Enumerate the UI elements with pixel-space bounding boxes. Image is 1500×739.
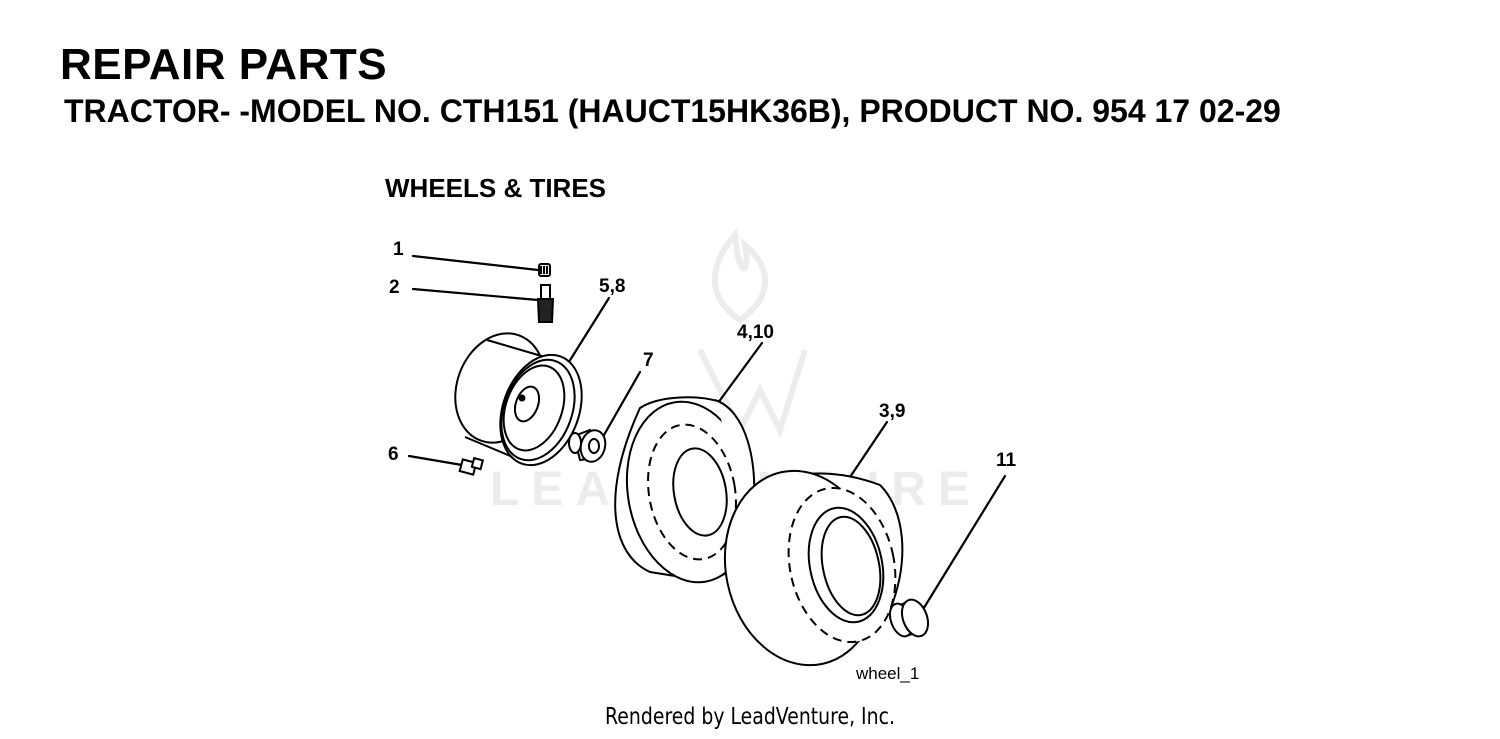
hub-cap-part xyxy=(888,598,930,638)
section-title: WHEELS & TIRES xyxy=(385,173,607,203)
callout-4-10: 4,10 xyxy=(737,322,774,343)
bolt-part xyxy=(458,456,485,476)
leader-line-2 xyxy=(411,287,540,302)
valve-stem-part xyxy=(536,284,555,323)
callout-6: 6 xyxy=(388,444,399,465)
leader-line-5-8 xyxy=(565,296,611,367)
wheel-rim-part xyxy=(454,332,583,467)
callout-5-8: 5,8 xyxy=(599,276,626,297)
page-subtitle: TRACTOR- -MODEL NO. CTH151 (HAUCT15HK36B… xyxy=(64,93,1281,129)
leader-line-11 xyxy=(920,474,1007,613)
front-tire-part xyxy=(614,396,756,584)
leader-line-3-9 xyxy=(842,420,889,488)
callout-7: 7 xyxy=(643,350,654,371)
leader-line-6 xyxy=(407,454,470,468)
rear-tire-part xyxy=(723,469,904,667)
callout-1: 1 xyxy=(393,239,404,260)
callout-11: 11 xyxy=(996,450,1017,471)
leader-line-4-10 xyxy=(713,341,764,409)
footer-credit: Rendered by LeadVenture, Inc. xyxy=(605,704,895,730)
leader-line-1 xyxy=(411,254,540,272)
bushing-part xyxy=(568,428,607,463)
valve-cap-part xyxy=(538,263,551,277)
leader-line-7 xyxy=(602,370,642,437)
page-title: REPAIR PARTS xyxy=(60,40,388,89)
figure-id: wheel_1 xyxy=(856,664,920,683)
watermark-logo-icon xyxy=(697,227,808,438)
callout-2: 2 xyxy=(389,277,400,298)
callout-3-9: 3,9 xyxy=(879,401,906,422)
